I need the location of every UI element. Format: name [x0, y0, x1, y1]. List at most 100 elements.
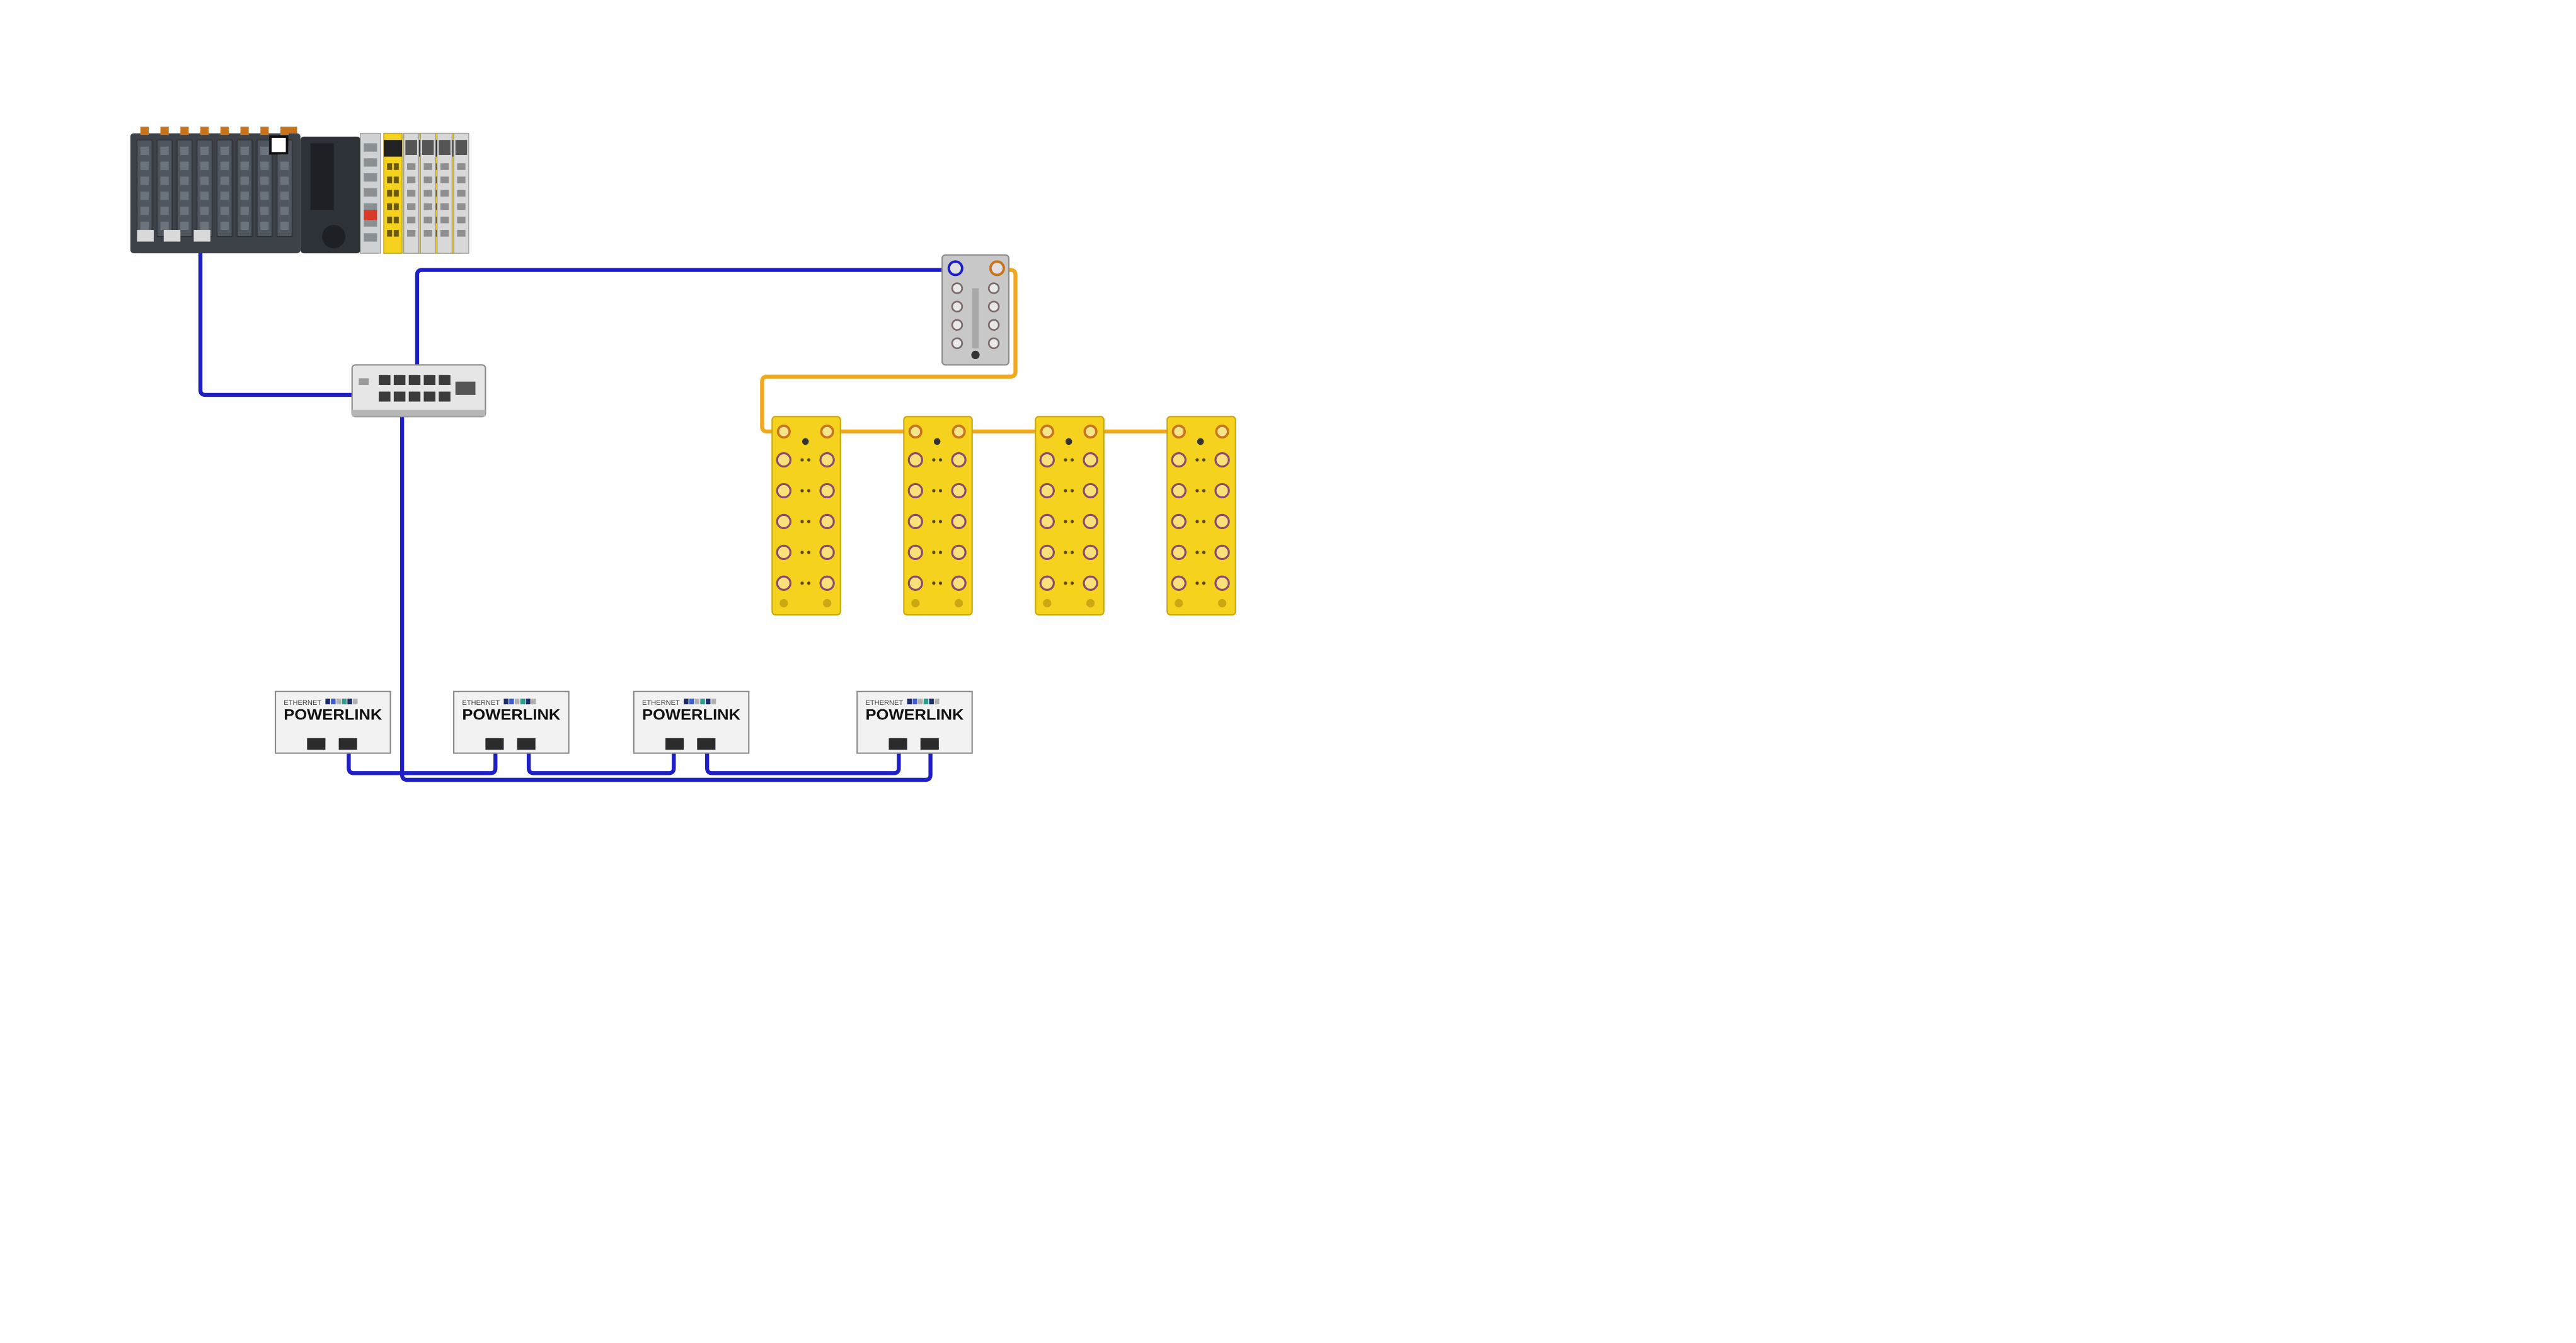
plc-safety-terminal — [434, 216, 439, 224]
powerlink-port-2 — [517, 738, 536, 750]
powerlink-logo-color-square — [934, 699, 940, 705]
plc-grey-io-terminal — [440, 216, 449, 224]
safety-io-port-out — [1083, 424, 1098, 439]
safety-io-icon — [1166, 416, 1236, 616]
safety-io-led — [932, 551, 936, 554]
safety-io-mount — [779, 598, 788, 608]
powerlink-port-1 — [307, 738, 326, 750]
safety-io-led — [1064, 551, 1067, 554]
switch-port — [439, 375, 451, 386]
plc-grey-io-terminal — [407, 190, 416, 197]
plc-slot-vent — [160, 221, 169, 231]
plc-grey-io-terminal — [440, 190, 449, 197]
plc-slot-vent — [180, 146, 189, 155]
switch-uplink-port — [455, 381, 476, 395]
plc-slot-vent — [260, 161, 269, 170]
powerlink-cable-switch-to-bus-coupler — [415, 268, 956, 382]
safety-io-led — [1070, 551, 1074, 554]
powerlink-logo-color-square — [325, 699, 330, 705]
safety-io-icon — [771, 416, 841, 616]
plc-safety-terminal — [393, 203, 399, 210]
plc-slot-vent — [140, 161, 149, 170]
plc-slot-vent — [160, 207, 169, 215]
safety-io-socket — [1214, 544, 1230, 561]
safety-io-socket — [1083, 513, 1098, 530]
safety-io-socket — [1171, 544, 1187, 561]
safety-io-mount — [911, 598, 920, 608]
safety-io-port-out — [952, 424, 966, 439]
plc-slot-vent — [280, 221, 289, 231]
plc-grey-io-terminal — [440, 203, 449, 210]
safety-io-socket — [951, 575, 967, 591]
plc-slot-vent — [240, 161, 249, 170]
safety-io-led — [1070, 458, 1074, 462]
powerlink-logo-main-text: POWERLINK — [284, 707, 382, 724]
plc-grey-io-terminal — [457, 203, 466, 210]
powerlink-logo-color-square — [689, 699, 694, 705]
plc-cpu-front — [310, 143, 334, 210]
safety-io-socket — [907, 513, 923, 530]
plc-slot-vent — [200, 191, 209, 200]
plc-slot-led — [260, 127, 269, 135]
plc-safety-terminal — [387, 230, 393, 237]
safety-io-socket — [1214, 483, 1230, 499]
switch-base — [352, 409, 486, 417]
powerlink-logo-color-square — [503, 699, 509, 705]
switch-port — [379, 391, 391, 402]
safety-io-socket — [1171, 483, 1187, 499]
plc-safety-terminal — [387, 190, 393, 197]
plc-slot-vent — [200, 176, 209, 185]
bus-coupler-io-socket — [987, 300, 1000, 312]
powerlink-cable-switch-to-powerlink-1 — [400, 391, 933, 782]
safety-io-socket — [951, 452, 967, 468]
switch-port — [408, 391, 421, 402]
plc-slot-vent — [180, 207, 189, 215]
plc-grey-io-terminal — [407, 176, 416, 183]
safety-io-led — [1064, 520, 1067, 523]
plc-slot-vent — [140, 207, 149, 215]
plc-grey-io-terminal — [457, 190, 466, 197]
safety-io-port-in — [1040, 424, 1054, 439]
plc-grey-io-terminal — [457, 230, 466, 237]
powerlink-logo-color-square — [520, 699, 526, 705]
plc-io-terminal — [364, 218, 377, 227]
bus-coupler-io-socket — [987, 282, 1000, 294]
safety-io-socket — [776, 575, 792, 591]
powerlink-logo-color-square — [353, 699, 358, 705]
plc-slot-vent — [240, 146, 249, 155]
plc-slot-vent — [280, 176, 289, 185]
powerlink-logo-color-square — [918, 699, 923, 705]
plc-status-indicator — [269, 135, 289, 155]
switch-port — [379, 375, 391, 386]
plc-slot-vent — [140, 191, 149, 200]
powerlink-cable-powerlink-1-to-powerlink-2 — [347, 743, 498, 775]
plc-slot-vent — [140, 146, 149, 155]
plc-slot-vent — [180, 221, 189, 231]
powerlink-cable-plc-to-switch — [198, 236, 393, 397]
safety-io-port-out — [820, 424, 834, 439]
plc-port — [137, 230, 154, 242]
safety-io-socket — [951, 544, 967, 561]
safety-io-socket — [1083, 575, 1098, 591]
safety-io-led — [1202, 581, 1206, 585]
plc-io-terminal — [364, 143, 377, 152]
safety-io-socket — [1214, 513, 1230, 530]
powerlink-logo-top-text: ETHERNET — [284, 699, 321, 707]
plc-slot-led — [280, 127, 289, 135]
safety-io-status-led — [1197, 438, 1204, 445]
plc-slot-vent — [280, 161, 289, 170]
powerlink-logo-color-square — [711, 699, 716, 705]
safety-io-led — [932, 581, 936, 585]
safety-io-socket — [776, 513, 792, 530]
bus-coupler-io-socket — [951, 337, 963, 350]
bus-coupler-mount-hole — [971, 350, 980, 360]
safety-io-led — [938, 489, 943, 493]
safety-io-icon — [903, 416, 973, 616]
safety-io-socket — [776, 483, 792, 499]
powerlink-logo-color-square — [531, 699, 536, 705]
powerlink-logo-color-square — [331, 699, 336, 705]
plc-grey-io-terminal — [407, 216, 416, 224]
safety-io-led — [932, 458, 936, 462]
plc-slot-led — [200, 127, 209, 135]
plc-slot-vent — [140, 176, 149, 185]
